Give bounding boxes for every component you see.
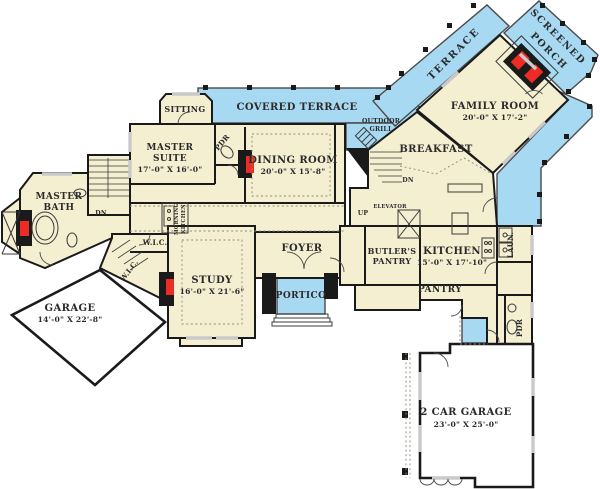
label-portico: PORTICO	[276, 291, 327, 301]
tub-master-bath	[31, 211, 59, 245]
area-terrace-band	[372, 4, 511, 127]
bay-window-lattice	[1, 211, 21, 255]
dims-dining-room: 20'-0" X 15'-8"	[261, 167, 326, 176]
label-two-car-garage: 2 CAR GARAGE	[420, 407, 511, 418]
label-family-room: FAMILY ROOM	[451, 101, 539, 112]
fireplace-master-bath	[16, 210, 32, 246]
room-suite-dining-block	[129, 123, 346, 204]
label-outdoor-grill-2: GRILL	[369, 126, 392, 133]
pier-portico-right	[324, 273, 338, 299]
elevator-shaft	[397, 209, 421, 239]
label-butlers-pantry-1: BUTLER'S	[368, 246, 417, 256]
driveway-scallops	[419, 478, 463, 486]
room-stair-hall	[87, 154, 131, 216]
dims-family-room: 20'-0" X 17'-2"	[463, 113, 528, 122]
kitchen-fixtures	[447, 183, 495, 259]
morning-kitchen-cabinet	[161, 202, 189, 234]
label-pantry: PANTRY	[418, 285, 462, 295]
dims-study: 16'-0" X 21'-6"	[180, 287, 245, 296]
label-laundry: LAUN.	[506, 232, 515, 259]
label-morning-kitchen-1: MORNING	[174, 202, 180, 235]
label-dining-room: DINING ROOM	[248, 155, 338, 166]
label-master-suite-1: MASTER	[147, 143, 194, 153]
label-dn-2: DN	[402, 177, 414, 184]
windows	[42, 52, 547, 480]
label-foyer: FOYER	[282, 243, 323, 254]
label-garage: GARAGE	[45, 303, 96, 314]
terrace-columns	[203, 3, 597, 224]
area-stoop	[461, 316, 488, 344]
fireplace-family-porch	[495, 35, 559, 99]
room-study	[167, 225, 256, 339]
laundry-machines	[498, 227, 513, 258]
steps-wic-corridor	[111, 239, 149, 271]
label-sitting: SITTING	[164, 104, 205, 114]
label-covered-terrace: COVERED TERRACE	[237, 102, 358, 113]
room-garage-diamond	[9, 268, 168, 387]
door-arcs	[39, 90, 543, 368]
dims-kitchen: 15'-0" X 17'-10"	[417, 258, 487, 267]
label-study: STUDY	[191, 275, 233, 286]
pdr-lower-fixtures	[506, 303, 518, 335]
label-butlers-pantry-2: PANTRY	[373, 256, 412, 266]
label-breakfast: BREAKFAST	[399, 144, 473, 155]
label-wic-1: W.I.C.	[142, 238, 168, 247]
sink-master-bath	[73, 188, 87, 198]
garage-posts	[402, 353, 408, 475]
label-master-bath-2: BATH	[44, 203, 75, 213]
label-up: UP	[358, 210, 369, 217]
dims-garage: 14'-0" X 22'-8"	[38, 315, 103, 324]
label-kitchen: KITCHEN	[423, 246, 481, 257]
wall-angled-mass	[346, 148, 368, 177]
label-outdoor-grill-1: OUTDOOR	[362, 118, 401, 125]
dims-two-car-garage: 23'-0" X 25'-0"	[434, 420, 499, 429]
room-pantry-hall	[354, 284, 498, 345]
label-morning-kitchen-2: KITCHEN	[181, 204, 187, 234]
room-foyer	[254, 231, 351, 279]
label-master-suite-2: SUITE	[153, 154, 187, 164]
pdr-upper-toilet	[220, 145, 234, 159]
label-elevator: ELEVATOR	[373, 204, 407, 210]
steps-portico	[271, 313, 333, 327]
fireplace-study	[159, 272, 174, 306]
toilet-master-bath	[66, 232, 78, 248]
area-screened-porch	[502, 0, 599, 95]
area-covered-terrace	[197, 87, 395, 124]
label-pdr-lower: PDR	[515, 318, 524, 337]
dashed-openings	[130, 133, 493, 478]
stairs-main	[89, 158, 129, 198]
label-dn-1: DN	[95, 210, 107, 217]
outdoor-grill-fixture	[354, 126, 378, 150]
pier-portico-left	[262, 273, 276, 314]
dims-master-suite: 17'-0" X 16'-0"	[138, 165, 203, 174]
stairs-breakfast	[370, 151, 402, 183]
label-master-bath-1: MASTER	[36, 192, 83, 202]
fireplace-dining	[238, 150, 254, 178]
